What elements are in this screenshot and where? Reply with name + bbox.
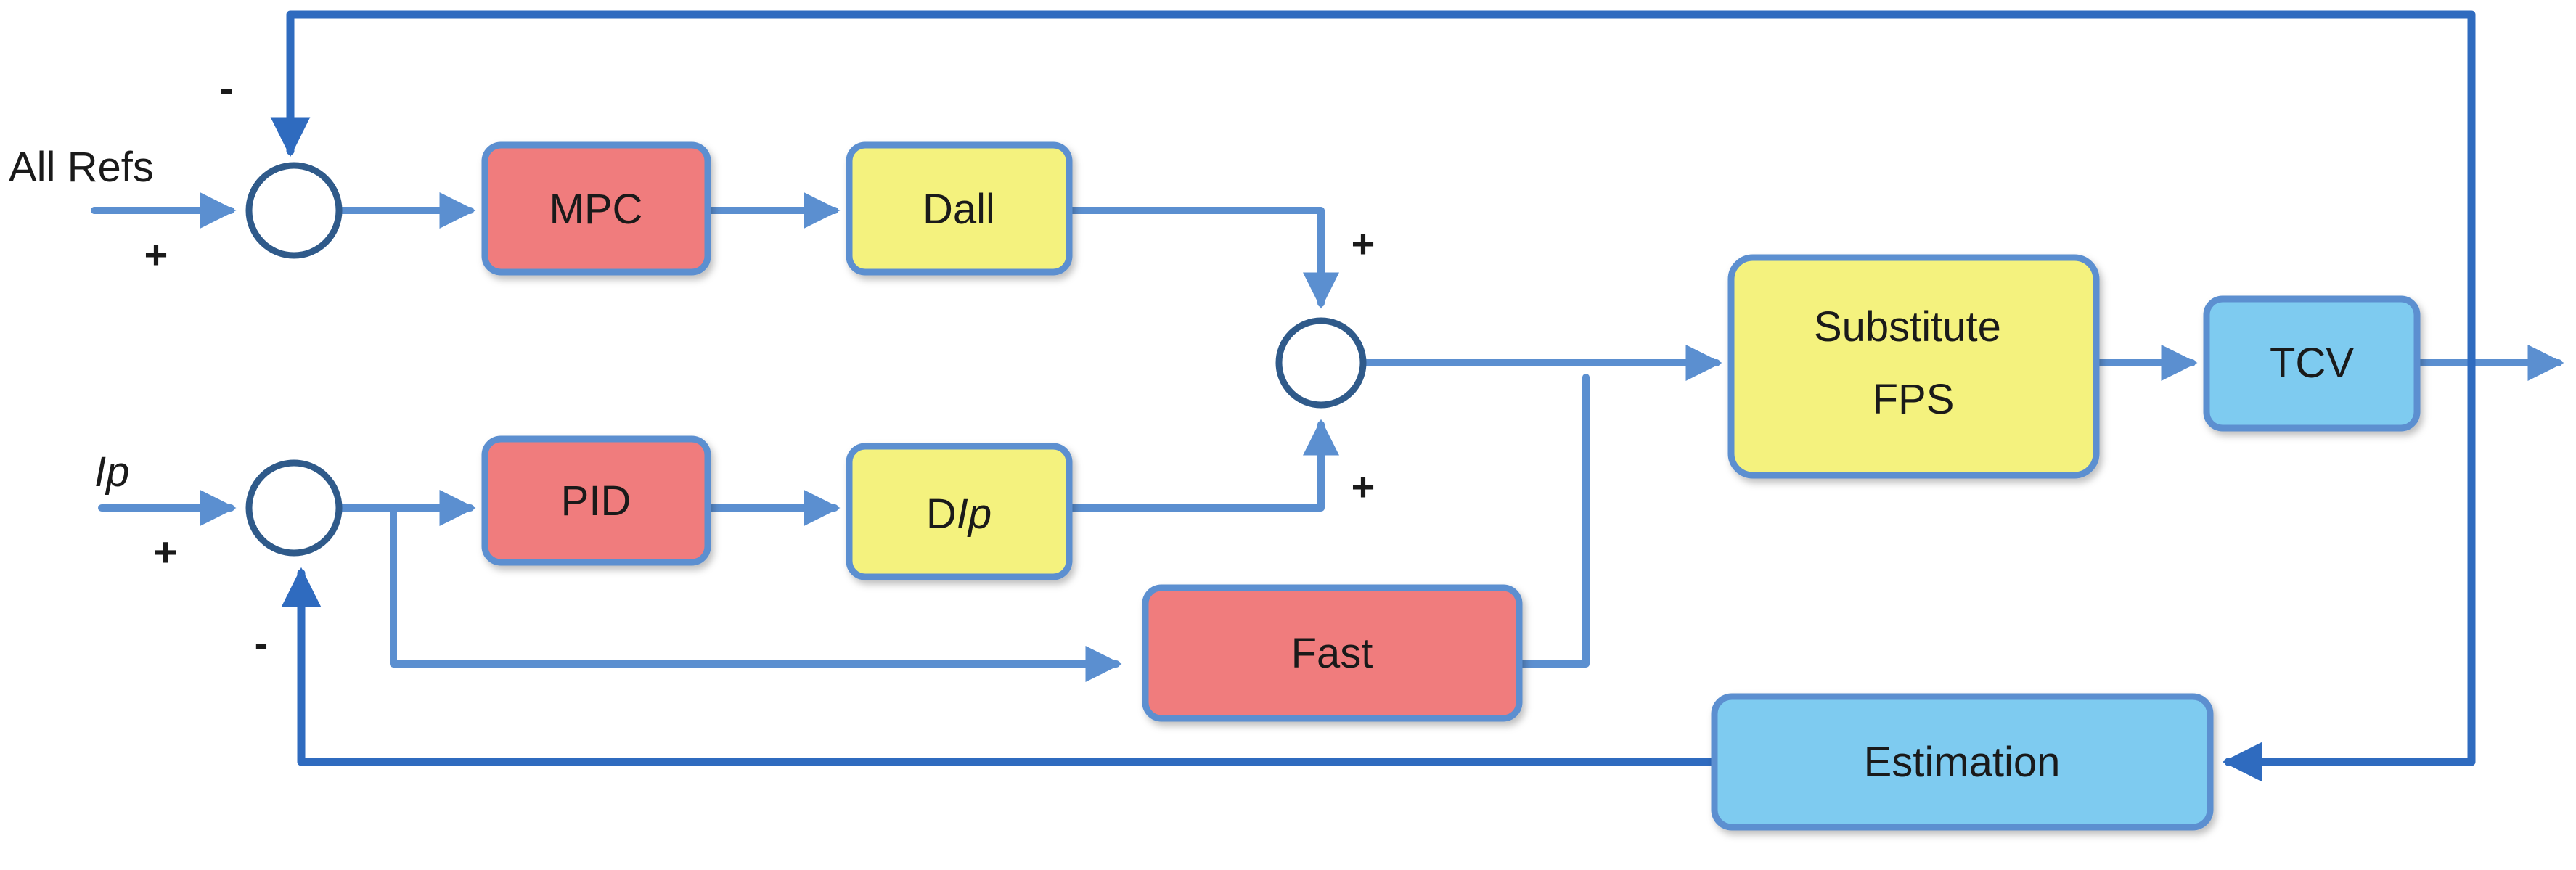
dall-label: Dall [923,186,995,233]
signal-wires [91,10,2564,782]
substitute-fps-label: Substitute FPS [1814,303,2013,423]
estimation-block [1711,693,2214,831]
wire-dip-to-sum3 [1066,419,1339,512]
sum3-plus-bottom-sign: + [1352,464,1375,509]
fast-label: Fast [1291,630,1373,677]
dall-block [846,141,1073,276]
substitute-fps-line1: Substitute [1814,303,2001,350]
summing-junction-ip [245,459,343,557]
dip-block [846,443,1073,580]
fast-block [1142,584,1523,722]
sum1-plus-sign: + [144,231,168,277]
dip-label-prefix: D [926,491,957,538]
wire-dall-to-sum3 [1066,207,1339,309]
pid-block [481,435,711,566]
tcv-label: TCV [2270,340,2354,387]
substitute-fps-line2: FPS [1873,376,1955,423]
pid-label: PID [561,477,631,525]
sum2-minus-sign: - [255,620,269,665]
sum1-minus-sign: - [220,65,234,110]
mpc-block [481,141,711,276]
summing-junction-mix [1275,317,1367,409]
sum2-plus-sign: + [154,529,178,575]
mpc-label: MPC [549,186,643,233]
wire-estimation-to-sum2 [281,567,1719,766]
wire-fast-to-junction [1516,374,1590,668]
estimation-label: Estimation [1864,739,2061,786]
wire-branch-to-fast [390,504,1122,682]
ip-label: Ip [94,448,129,496]
sum3-plus-top-sign: + [1352,221,1375,266]
dip-label: DIp [926,491,991,538]
dip-label-italic: Ip [957,491,991,538]
tcv-block [2203,295,2421,432]
substitute-fps-block [1727,254,2100,479]
summing-junction-refs [245,162,343,259]
wire-feedback-to-estimation [2222,358,2476,782]
wire-feedback-top [270,10,2476,367]
all-refs-label: All Refs [9,144,154,191]
